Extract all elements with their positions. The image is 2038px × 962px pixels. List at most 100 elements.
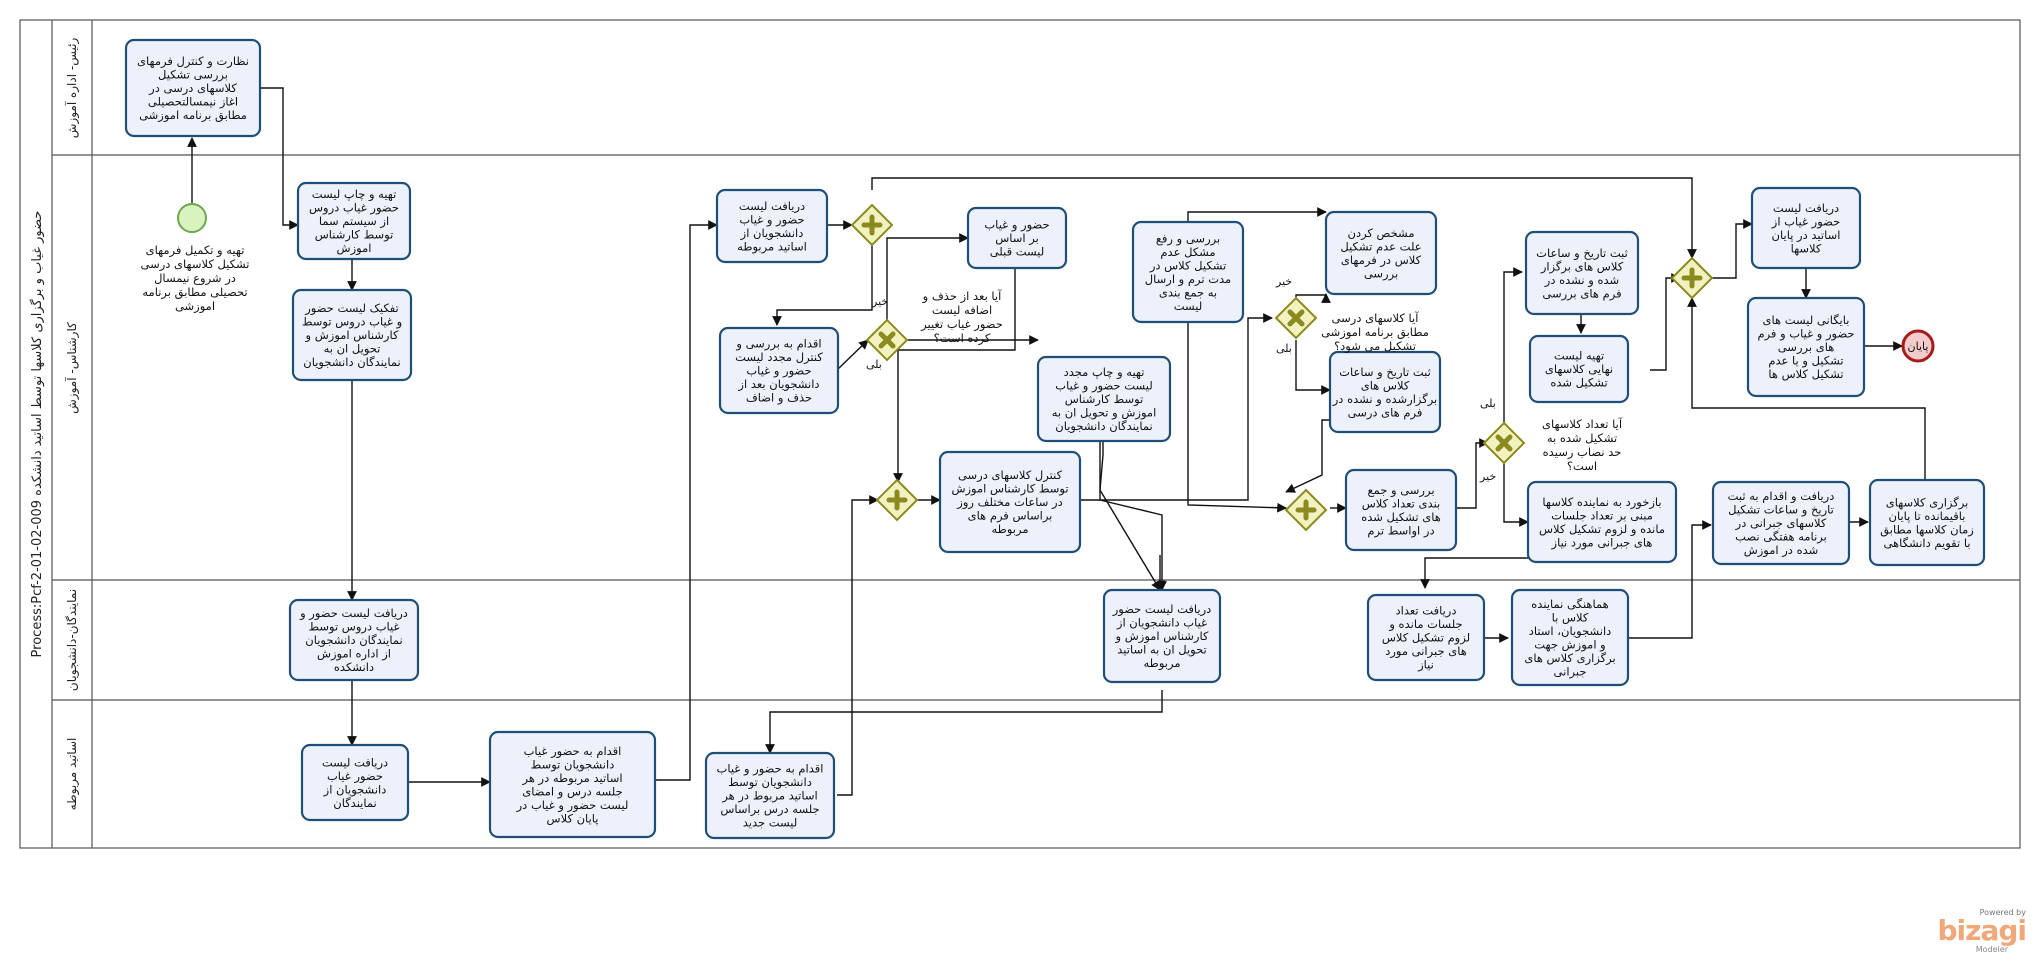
task-t22-line-2: کلاس با — [1552, 610, 1589, 625]
lane-title-professors: اساتید مربوطه — [65, 738, 80, 811]
task-t1-line-2: بررسی تشکیل — [158, 68, 228, 83]
task-box-t6 — [488, 730, 657, 839]
task-t21-line-2: جلسات مانده و — [1388, 617, 1462, 632]
task-box-t26 — [1746, 296, 1866, 398]
task-t22-line-4: و اموزش جهت — [1534, 637, 1605, 652]
g2-no-label: خیر — [871, 295, 888, 308]
task-t15-line-4: بررسی — [1364, 266, 1398, 281]
task-t1-line-4: اغاز نیمسالتحصیلی — [148, 95, 238, 110]
gateway-g3-parallel[interactable] — [875, 478, 919, 522]
task-t12-line-1: دریافت لیست حضور — [1112, 602, 1212, 617]
task-t22-line-1: هماهنگی نماینده — [1531, 597, 1608, 611]
task-t19-line-1: تهیه لیست — [1554, 349, 1604, 363]
task-t5-line-4: نمایندگان — [333, 796, 376, 810]
task-t2-line-3: از سیستم سما — [319, 214, 389, 229]
task-t1-line-1: نظارت و کنترل فرمهای — [137, 54, 249, 69]
task-box-t20 — [1526, 480, 1678, 564]
task-t6-line-4: جلسه درس و امضای — [522, 784, 622, 799]
task-t23-line-2: تاریخ و ساعات تشکیل — [1728, 503, 1834, 518]
g2-yes-label: بلی — [866, 358, 882, 371]
task-t5-line-1: دریافت لیست — [322, 755, 388, 770]
g4-question-line-3: تشکیل می شود؟ — [1334, 339, 1416, 354]
task-t18-line-3: شده و نشده در — [1544, 273, 1619, 288]
task-t10-line-4: اموزش و تحویل ان به — [1052, 406, 1157, 421]
task-t8-line-4: دانشجویان بعد از — [737, 377, 819, 392]
task-t20-line-2: مبنی بر تعداد جلسات — [1551, 508, 1653, 523]
brand-name: bizagi — [1937, 914, 2027, 947]
bizagi-logo: Powered by bizagi Modeler — [1934, 908, 2027, 954]
g4-question-line-2: مطابق برنامه اموزشی — [1321, 325, 1429, 340]
g4-question-line-1: آیا کلاسهای درسی — [1332, 311, 1420, 326]
task-box-t7 — [715, 188, 829, 264]
task-t16-line-4: فرم های درسی — [1348, 405, 1423, 420]
task-t3-line-3: کارشناس اموزش و — [305, 328, 399, 343]
task-t1-line-5: مطابق برنامه اموزشی — [139, 108, 247, 123]
task-t18-line-1: ثبت تاریخ و ساعات — [1536, 246, 1628, 261]
task-box-t5 — [300, 743, 410, 822]
g4-yes-label: بلی — [1276, 342, 1292, 355]
gateway-g6-exclusive[interactable] — [1482, 421, 1526, 465]
gateway-g4-exclusive[interactable] — [1274, 296, 1318, 340]
task-t3-line-1: تفکیک لیست حضور — [304, 301, 399, 316]
task-t24-line-2: باقیمانده تا پایان — [1889, 509, 1966, 523]
gateway-g1-parallel[interactable] — [850, 203, 894, 247]
g6-yes-label: بلی — [1480, 397, 1496, 410]
task-box-t18 — [1524, 230, 1640, 316]
task-t12-line-4: تحویل ان به اساتید — [1117, 643, 1207, 658]
task-t11-line-3: در ساعات مختلف روز — [956, 495, 1062, 510]
task-t25-line-3: اساتید در پایان — [1772, 228, 1841, 243]
task-t2-line-4: توسط کارشناس — [315, 228, 394, 243]
task-box-t8 — [718, 326, 840, 415]
task-t19-line-3: تشکیل شده — [1550, 376, 1607, 390]
task-t23-line-4: برنامه هفتگی نصب — [1735, 530, 1827, 545]
task-t3-line-5: نمایندگان دانشجویان — [303, 355, 400, 370]
gateway-annotations: آیا بعد از حذف و اضافه لیست حضور غیاب تغ… — [866, 275, 1623, 483]
task-t8-line-3: حضور و غیاب — [746, 364, 811, 379]
task-t15-line-2: علت عدم تشکیل — [1340, 239, 1421, 253]
lane-title-head: رئیس- اداره آموزش — [64, 38, 80, 139]
task-t16-line-3: برگزارشده و نشده در — [1332, 392, 1438, 407]
start-label-line-5: اموزشی — [175, 299, 215, 314]
gateway-g5-parallel[interactable] — [1284, 488, 1328, 532]
task-t4-line-5: دانشکده — [334, 660, 374, 674]
start-event[interactable] — [177, 203, 207, 233]
task-t14-line-2: مشکل عدم — [1160, 245, 1215, 259]
gateway-g7-parallel[interactable] — [1670, 256, 1714, 300]
end-event[interactable]: پایان — [1901, 329, 1935, 363]
task-box-t2 — [296, 181, 412, 261]
x-icon — [1287, 309, 1305, 327]
gateway-g2-exclusive[interactable] — [865, 318, 909, 362]
task-t21-line-5: نیاز — [1417, 658, 1434, 673]
task-t13-line-5: لیست جدید — [743, 816, 798, 830]
end-event-label: پایان — [1908, 340, 1929, 353]
task-t17-line-2: بندی تعداد کلاس — [1362, 496, 1441, 511]
task-t2-line-2: حضور غیاب دروس — [309, 201, 399, 216]
